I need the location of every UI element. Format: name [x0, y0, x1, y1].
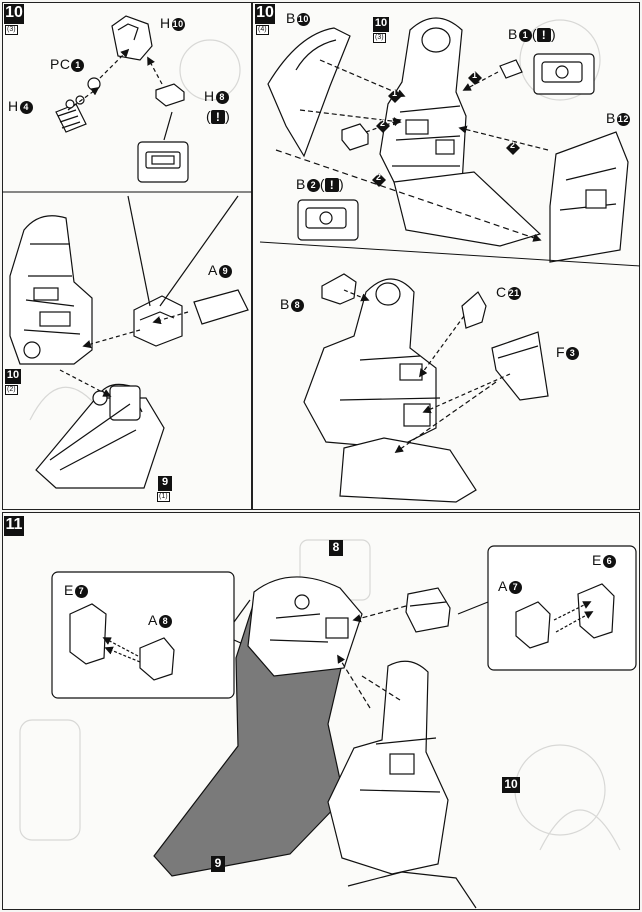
part-b8-shape	[321, 273, 357, 305]
warning-icon: !	[537, 28, 552, 43]
part-b1-shape	[499, 59, 523, 79]
order-1-a: 1	[392, 88, 398, 98]
ref-10-3-sub: (3)	[373, 33, 386, 43]
part-c21-shape	[461, 291, 487, 329]
order-2-b: 2	[510, 140, 516, 150]
order-1-b: 1	[472, 70, 478, 80]
part-b10-shape	[267, 27, 351, 158]
part-e7-shape	[69, 603, 107, 665]
part-h8-shape	[155, 83, 185, 107]
part-e6-shape	[577, 583, 615, 639]
lower-leg-assembly	[35, 397, 165, 489]
part-pc1-shape	[87, 77, 101, 91]
ref-10-3: 10	[373, 17, 389, 32]
part-a9-shape	[193, 289, 249, 325]
upper-leg-with-knee	[303, 278, 437, 449]
step-10-3-drawing	[2, 15, 252, 489]
ref-10: 10	[502, 777, 520, 793]
ref-8: 8	[329, 540, 343, 556]
label-h8-warning: (!)	[206, 108, 231, 125]
ref-9-1: 9	[158, 476, 172, 491]
part-a8-shape	[139, 637, 175, 681]
part-b2-shape	[341, 123, 369, 151]
ref-10-2-sub: (2)	[5, 385, 18, 395]
step-11-drawing	[51, 545, 637, 909]
step-sub-10-3: (3)	[5, 25, 18, 35]
step-sub-10-4: (4)	[256, 25, 269, 35]
ref-10-2: 10	[5, 369, 21, 384]
ref-9-1-sub: (1)	[157, 492, 170, 502]
order-badge-shapes	[372, 71, 520, 187]
warning-icon: !	[325, 178, 340, 193]
part-a7-shape	[515, 601, 551, 649]
step-number-11: 11	[4, 516, 24, 536]
ref-9: 9	[211, 856, 225, 872]
step-10-4-drawing	[259, 17, 641, 503]
step-number-10-4: 10	[255, 4, 275, 24]
order-2-c: 2	[376, 172, 382, 182]
lower-leg-foot	[339, 437, 477, 503]
lower-leg-shell	[393, 171, 542, 247]
detail-box-e7-a8	[51, 571, 235, 699]
knee-upper-white	[247, 576, 363, 677]
order-2-a: 2	[380, 118, 386, 128]
knee-block-part	[405, 587, 451, 633]
step-number-10-3: 10	[4, 4, 24, 24]
thigh-assembly	[327, 660, 449, 875]
warning-icon: !	[211, 110, 226, 125]
part-f3-shape	[491, 331, 549, 401]
part-h10-shape	[111, 15, 153, 61]
